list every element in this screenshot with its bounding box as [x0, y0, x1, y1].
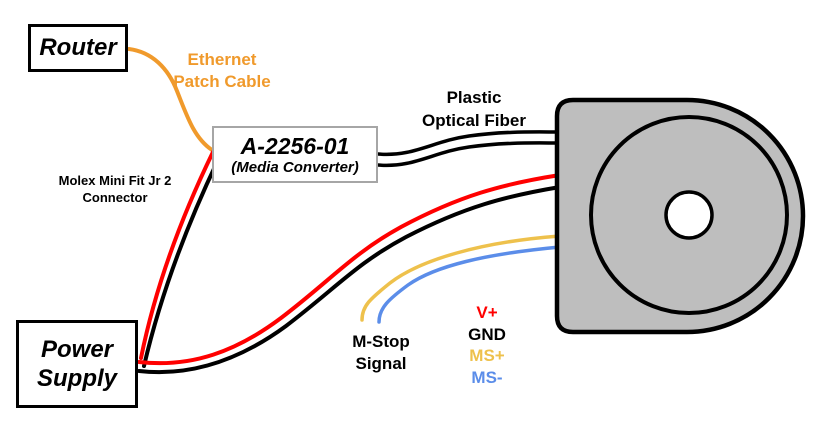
power-supply-label-line1: Power [40, 336, 114, 363]
legend-item-msplus: MS+ [469, 346, 505, 366]
ethernet-cable-label: Ethernet Patch Cable [173, 50, 271, 91]
optical-fiber-wire-bottom [376, 141, 562, 168]
molex-connector-label: Molex Mini Fit Jr 2 Connector [58, 173, 172, 205]
optical-fiber-wire-top [376, 130, 562, 157]
mstop-signal-label: M-Stop Signal [352, 332, 410, 373]
media-converter-box: A-2256-01 (Media Converter) [212, 126, 378, 183]
power-supply-box: Power Supply [16, 320, 138, 408]
legend-item-vplus: V+ [476, 303, 498, 322]
power-supply-label-line2: Supply [36, 365, 117, 392]
router-label: Router [39, 34, 117, 61]
gnd-wire-to-converter [142, 158, 220, 368]
vplus-wire-to-motor [137, 173, 562, 366]
optical-fiber-label: Plastic Optical Fiber [422, 88, 526, 130]
router-box: Router [28, 24, 128, 72]
ethernet-patch-cable-wire [127, 47, 214, 152]
motor-shaft-hole [664, 190, 714, 240]
media-converter-title: A-2256-01 [240, 133, 350, 159]
legend-item-gnd: GND [468, 324, 506, 344]
vplus-wire-to-converter [139, 150, 215, 360]
gnd-wire-to-motor [137, 185, 562, 375]
msminus-wire [377, 245, 562, 324]
media-converter-subtitle: (Media Converter) [231, 159, 359, 176]
legend-item-msminus: MS- [471, 368, 503, 388]
msplus-wire [360, 234, 562, 322]
wire-legend: V+ GND MS+ MS- [447, 302, 527, 389]
